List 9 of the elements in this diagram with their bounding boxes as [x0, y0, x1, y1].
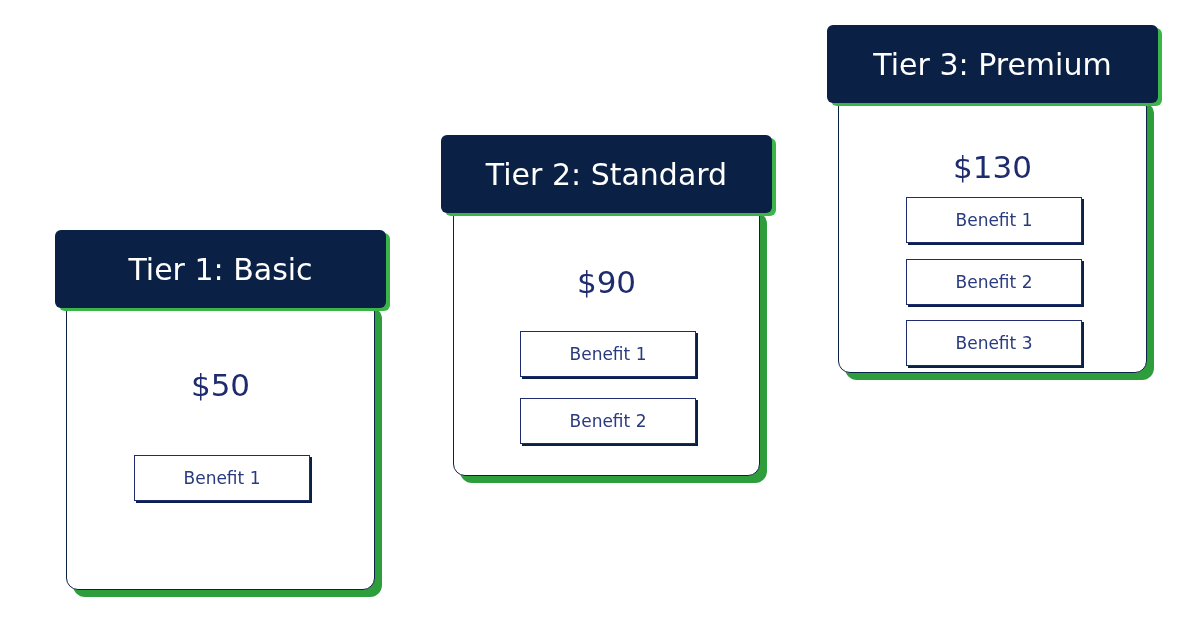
- price-text: $50: [190, 366, 251, 404]
- benefit-box: Benefit 2: [520, 398, 696, 444]
- benefit-box: Benefit 2: [906, 259, 1082, 305]
- benefit-box: Benefit 1: [134, 455, 310, 501]
- price-text: $90: [576, 263, 637, 301]
- benefit-box: Benefit 1: [906, 197, 1082, 243]
- benefit-box: Benefit 3: [906, 320, 1082, 366]
- benefit-box: Benefit 1: [520, 331, 696, 377]
- price-text: $130: [953, 148, 1032, 186]
